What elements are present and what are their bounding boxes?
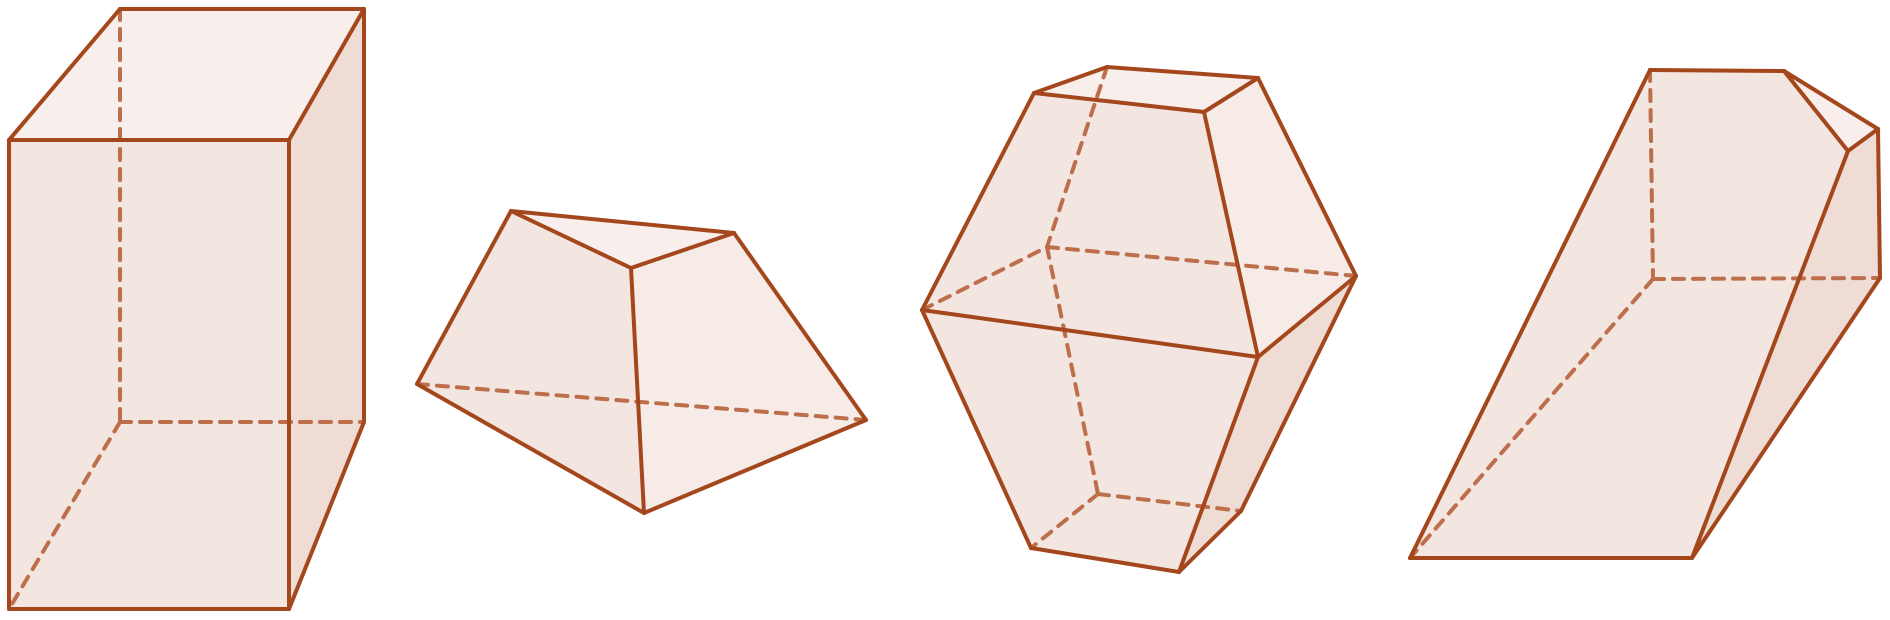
edge	[1408, 68, 1652, 560]
edge	[1029, 546, 1181, 574]
right-face	[1692, 129, 1880, 558]
edge	[1782, 69, 1880, 131]
edge	[7, 7, 122, 142]
edge	[920, 308, 1260, 359]
hidden-edge	[1096, 492, 1243, 513]
slanted-prism	[1408, 68, 1882, 560]
edge	[629, 266, 646, 515]
edge	[1202, 76, 1260, 114]
hidden-edge	[1029, 492, 1100, 550]
hidden-edge	[1045, 245, 1100, 496]
edge	[1846, 127, 1880, 153]
edge	[920, 91, 1036, 312]
edge	[1239, 274, 1358, 513]
top-face	[1784, 71, 1878, 151]
hidden-edge	[1408, 277, 1655, 560]
top-face	[9, 9, 364, 140]
hidden-edge	[1648, 68, 1655, 281]
edge	[732, 231, 868, 422]
edge	[1690, 149, 1850, 560]
edge	[1876, 127, 1882, 280]
edge	[1032, 91, 1206, 114]
hidden-edge	[415, 382, 868, 422]
hidden-edge	[1651, 276, 1882, 281]
rectangular-prism	[7, 7, 366, 611]
edge	[1105, 65, 1260, 80]
hidden-edge	[7, 420, 122, 611]
hidden-edge	[920, 245, 1049, 312]
edge	[509, 209, 736, 235]
right-face	[289, 9, 364, 609]
front-face	[9, 140, 289, 609]
edge	[629, 231, 736, 270]
edge	[1177, 509, 1243, 574]
right-lower-face	[1179, 276, 1356, 572]
edge	[1256, 274, 1358, 359]
edge	[1648, 68, 1786, 73]
edge	[1690, 276, 1882, 560]
top-face	[511, 211, 734, 268]
edge	[642, 418, 868, 515]
edge	[1782, 69, 1850, 153]
top-face	[1034, 67, 1258, 112]
right-upper-face	[1204, 78, 1356, 357]
edge	[1256, 76, 1358, 278]
triangular-frustum	[415, 209, 868, 515]
edge	[920, 308, 1033, 550]
edge	[287, 7, 366, 142]
hidden-edge	[1045, 65, 1109, 249]
edge	[1202, 110, 1260, 359]
truncated-polyhedron	[920, 65, 1358, 574]
edge	[287, 420, 366, 611]
edge	[509, 209, 633, 270]
edge	[415, 382, 646, 515]
hidden-edge	[1045, 245, 1358, 278]
edge	[1032, 65, 1109, 95]
edge	[415, 209, 513, 386]
edge	[1177, 355, 1260, 574]
left-face	[417, 211, 644, 513]
